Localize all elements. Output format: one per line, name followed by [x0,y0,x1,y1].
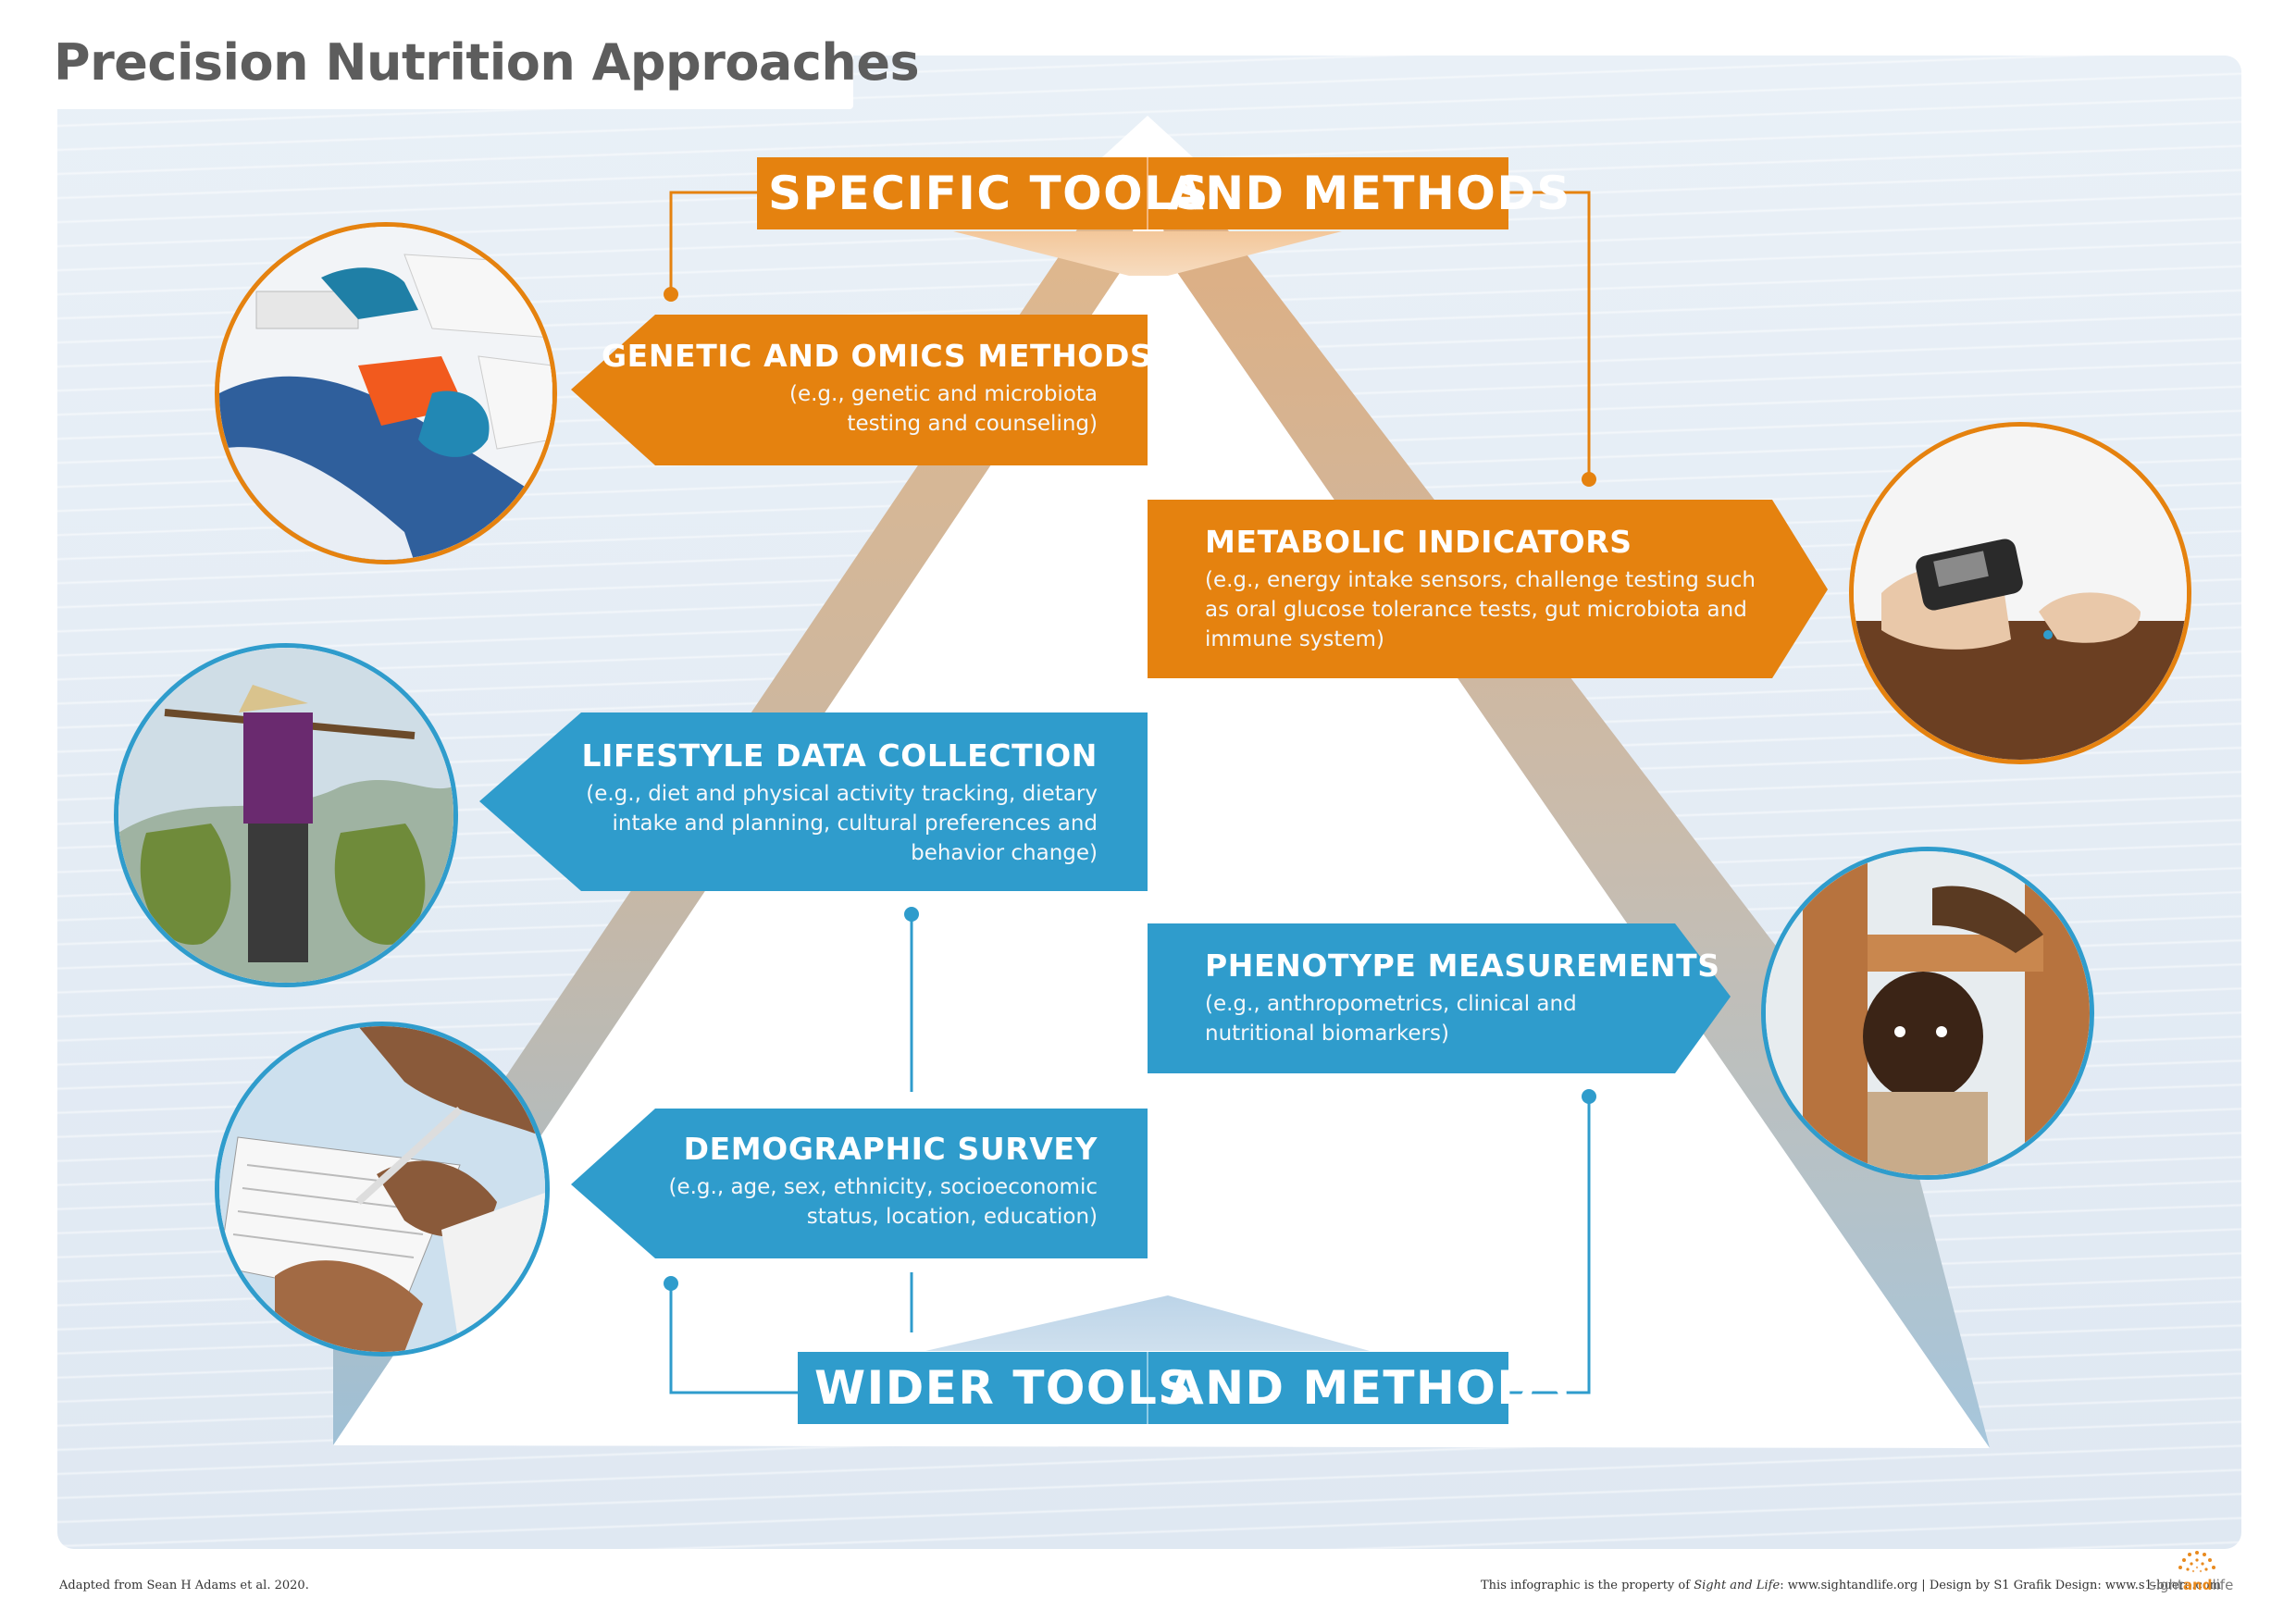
banner-genetic [571,315,1148,465]
lifestyle-data-block: LIFESTYLE DATA COLLECTION (e.g., diet an… [555,737,1098,868]
farmer-illustration [114,643,458,987]
connector-dot [1582,472,1596,487]
connector-dot [1582,1089,1596,1104]
banner-demographic [571,1109,1148,1258]
metabolic-meter-illustration [1849,422,2191,764]
bottom-label-right: AND METHODS [1168,1361,1571,1415]
demographic-survey-block: DEMOGRAPHIC SURVEY (e.g., age, sex, ethn… [611,1131,1098,1232]
bottom-cap [925,1295,1370,1351]
sight-and-life-logo-icon [2178,1551,2215,1573]
metabolic-indicators-description: (e.g., energy intake sensors, challenge … [1205,568,1756,651]
top-label-right: AND METHODS [1168,167,1571,220]
bottom-label-left: WIDER TOOLS [814,1361,1193,1415]
phenotype-measurements-block: PHENOTYPE MEASUREMENTS (e.g., anthropome… [1205,948,1720,1048]
genetic-methods-heading: GENETIC AND OMICS METHODS [602,338,1153,374]
footer-source: Adapted from Sean H Adams et al. 2020. [59,1579,309,1592]
banner-metabolic [1148,500,1828,678]
top-label-left: SPECIFIC TOOLS [768,167,1210,220]
connector-dot [664,1276,678,1291]
child-measurement-illustration [1761,847,2094,1180]
lab-gloves-illustration [215,222,557,564]
pyramid-peak [1092,116,1203,167]
footer-credit: This infographic is the property of Sigh… [1481,1579,2221,1592]
survey-writing-illustration [215,1022,550,1357]
demographic-survey-heading: DEMOGRAPHIC SURVEY [683,1131,1098,1167]
banner-lifestyle [479,712,1148,891]
genetic-methods-block: GENETIC AND OMICS METHODS (e.g., genetic… [602,338,1153,439]
top-connectors [669,191,1591,479]
bottom-label-box [798,1352,1508,1424]
metabolic-indicators-block: METABOLIC INDICATORS (e.g., energy intak… [1205,524,1779,654]
page-title: Precision Nutrition Approaches [54,33,920,92]
lifestyle-data-heading: LIFESTYLE DATA COLLECTION [581,737,1098,774]
phenotype-measurements-description: (e.g., anthropometrics, clinical and nut… [1205,992,1577,1046]
title-tab: Precision Nutrition Approaches [0,0,920,109]
connector-dot [904,907,919,922]
genetic-methods-description: (e.g., genetic and microbiota testing an… [788,382,1098,436]
metabolic-indicators-heading: METABOLIC INDICATORS [1205,524,1632,560]
top-cap [953,231,1342,276]
bottom-connectors [669,914,1591,1394]
demographic-survey-description: (e.g., age, sex, ethnicity, socioeconomi… [668,1175,1098,1229]
top-label-box [757,157,1508,229]
logo-wordmark: sightandlife [2149,1577,2234,1593]
lifestyle-data-description: (e.g., diet and physical activity tracki… [586,782,1098,865]
banner-phenotype [1148,923,1731,1073]
phenotype-measurements-heading: PHENOTYPE MEASUREMENTS [1205,948,1720,984]
connector-dot [664,287,678,302]
pyramid-right-edge [1148,125,1990,1448]
